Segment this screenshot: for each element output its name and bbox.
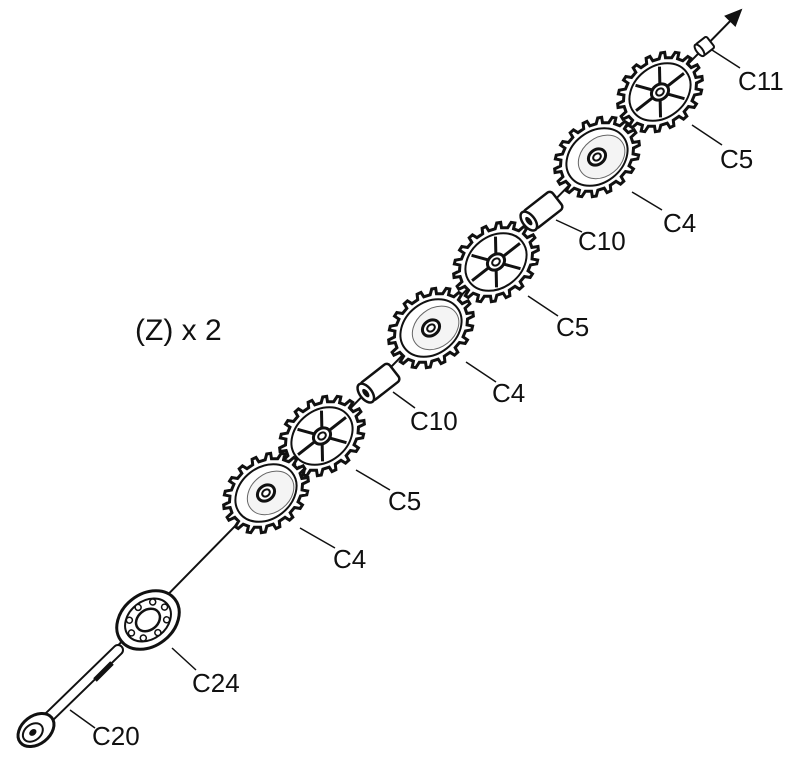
leader-c24 [171,647,197,671]
part-c5-top-sprocket [616,50,704,134]
parts-layer [16,35,716,749]
part-c5-mid-sprocket [452,220,540,304]
label-c20: C20 [92,721,140,751]
leader-c4-mid [465,361,497,383]
label-c24: C24 [192,668,240,698]
part-c4-mid-sprocket [387,286,475,370]
label-c4-mid: C4 [492,378,525,408]
leader-c10-mid [392,391,416,409]
leader-c10-top [555,219,583,233]
leader-c5-mid [527,295,559,317]
part-c24-bearing [115,589,181,651]
label-c5-top: C5 [720,144,753,174]
part-c10-top-spacer [519,190,564,232]
label-c5-low: C5 [388,486,421,516]
part-c4-low-sprocket [222,451,310,535]
label-c4-top: C4 [663,208,696,238]
quantity-note: (Z) x 2 [135,314,222,347]
label-c5-mid: C5 [556,312,589,342]
label-c10-top: C10 [578,226,626,256]
leader-lines [69,49,741,729]
part-c11-collar [693,35,716,58]
leader-c4-low [299,527,336,549]
label-c10-mid: C10 [410,406,458,436]
part-c4-top-sprocket [553,115,641,199]
label-c11: C11 [738,66,784,96]
part-c10-mid-spacer [356,362,401,404]
leader-c5-low [355,469,391,491]
part-c20-shaft [16,644,124,749]
leader-c11 [711,49,741,69]
label-c4-low: C4 [333,544,366,574]
part-c5-low-sprocket [278,394,366,478]
leader-c20 [69,709,96,729]
leader-c5-top [691,124,723,146]
leader-c4-top [631,191,663,211]
